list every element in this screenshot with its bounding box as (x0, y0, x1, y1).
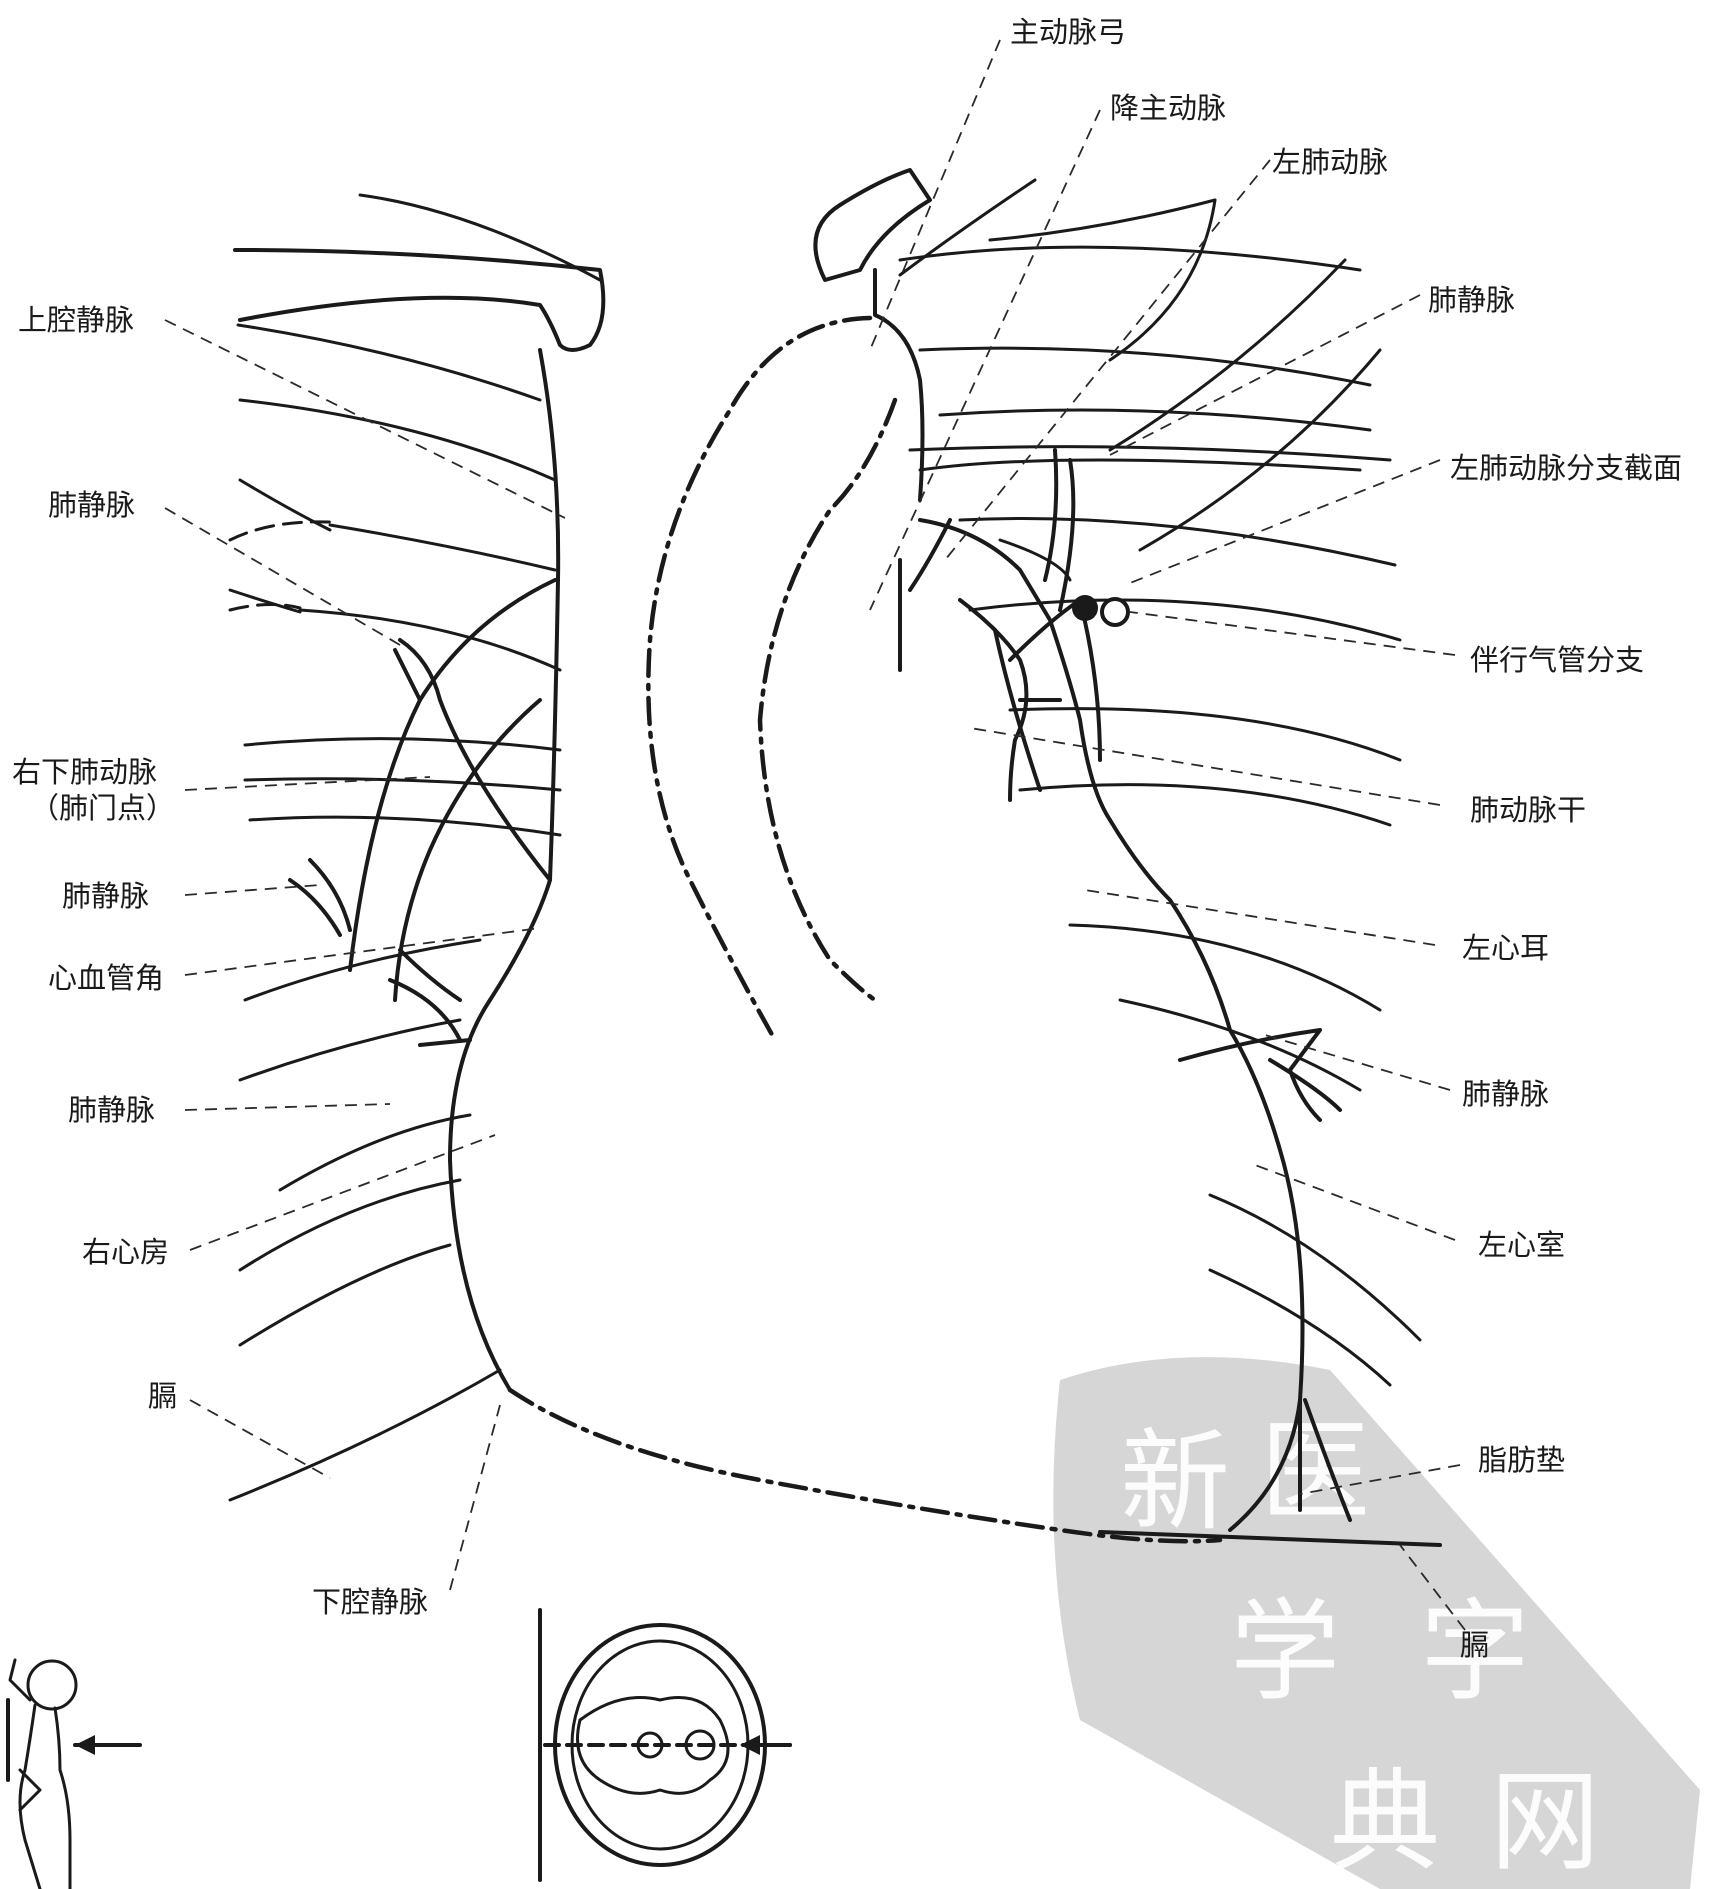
watermark-seal: 新 医 学 字 典 网 (1053, 1357, 1700, 1889)
label-ivc: 下腔静脉 (312, 1585, 428, 1619)
label-left-atrial-appendage: 左心耳 (1462, 931, 1549, 965)
label-right-lower-pa-1: 右下肺动脉 (12, 755, 157, 789)
leader-lines (164, 39, 1466, 1631)
label-pulmonary-trunk: 肺动脉干 (1470, 793, 1586, 827)
label-pulmonary-vein-upper-right: 肺静脉 (1428, 283, 1515, 317)
watermark-char-1: 新 (1120, 1418, 1230, 1546)
label-right-lower-pa-2: （肺门点） (30, 791, 175, 825)
watermark-char-3: 学 (1230, 1588, 1340, 1716)
label-cardiovascular-angle: 心血管角 (48, 961, 164, 995)
label-aortic-arch: 主动脉弓 (1010, 15, 1126, 49)
label-pulmonary-vein-lower-right: 肺静脉 (1462, 1077, 1549, 1111)
watermark-char-4: 字 (1420, 1588, 1530, 1716)
label-left-pa-branch-section: 左肺动脉分支截面 (1450, 451, 1682, 485)
label-svc: 上腔静脉 (18, 303, 134, 337)
labels-right: 主动脉弓 降主动脉 左肺动脉 肺静脉 左肺动脉分支截面 伴行气管分支 肺动脉干 … (1010, 15, 1682, 1662)
label-left-pulmonary-artery: 左肺动脉 (1272, 145, 1388, 179)
label-accompanying-bronchus: 伴行气管分支 (1470, 643, 1644, 677)
label-diaphragm-left: 膈 (148, 1379, 177, 1413)
label-pulmonary-vein-left-1: 肺静脉 (48, 488, 135, 522)
label-pulmonary-vein-left-3: 肺静脉 (68, 1093, 155, 1127)
label-pulmonary-vein-left-2: 肺静脉 (62, 879, 149, 913)
watermark-char-6: 网 (1490, 1758, 1600, 1886)
label-descending-aorta: 降主动脉 (1110, 91, 1226, 125)
watermark-char-5: 典 (1330, 1758, 1440, 1886)
label-right-atrium: 右心房 (82, 1235, 169, 1269)
ribs-right (898, 178, 1422, 1387)
labels-left: 上腔静脉 肺静脉 右下肺动脉 （肺门点） 肺静脉 心血管角 肺静脉 右心房 膈 … (12, 303, 428, 1619)
cross-section-inset (538, 1608, 792, 1882)
label-fat-pad: 脂肪垫 (1478, 1443, 1565, 1477)
label-diaphragm-right: 膈 (1460, 1628, 1489, 1662)
patient-position-inset (6, 1658, 142, 1889)
heart-mediastinum (288, 168, 1442, 1547)
label-left-ventricle: 左心室 (1478, 1228, 1565, 1262)
